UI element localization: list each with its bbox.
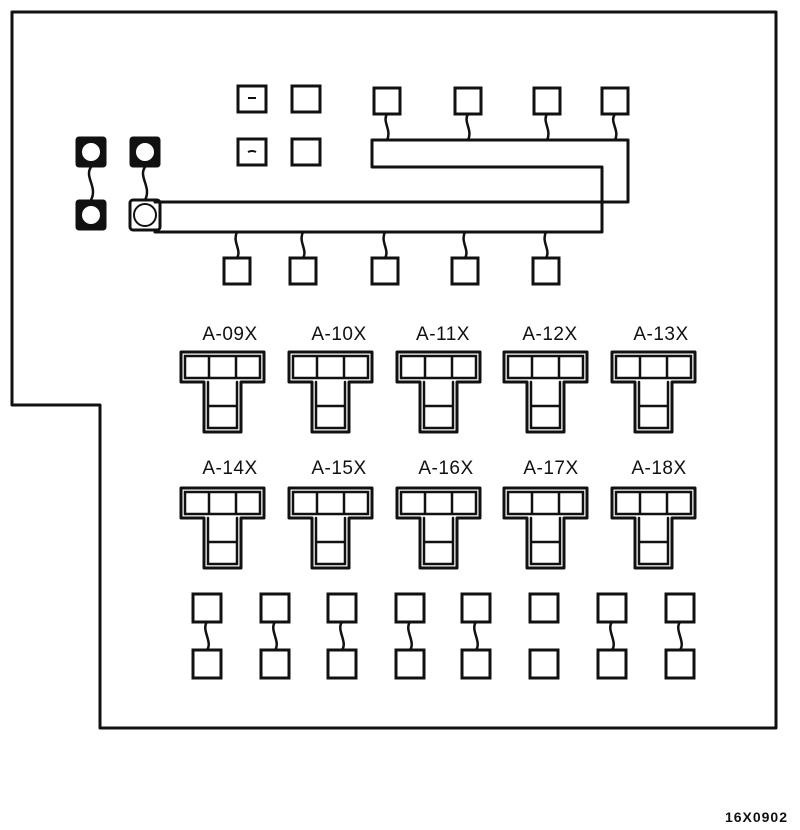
relay-label: A-17X [523,458,578,479]
bus-fuses-top [372,86,630,142]
fuse-pair [664,592,696,680]
figure-code: 16X0902 [725,809,788,825]
relay-socket [610,350,697,434]
relay-label: A-15X [311,458,366,479]
relay-socket [179,350,266,434]
small-fuse-blank-1 [290,84,322,114]
circle-terminal-group-left [75,136,107,231]
relay-socket [502,486,589,570]
fuse-pair [259,592,291,680]
relay-socket [502,350,589,434]
relay-socket [179,486,266,570]
bottom-fuse-pairs [191,592,696,680]
bus-bar [153,138,630,234]
fuse-pair [596,592,628,680]
bus-fuses-bottom [222,230,561,286]
small-fuse-minus-2 [236,137,268,167]
fuse-pair [326,592,358,680]
relay-label: A-10X [311,324,366,345]
relay-socket [287,350,374,434]
relay-label: A-14X [202,458,257,479]
relay-socket [610,486,697,570]
relay-socket [287,486,374,570]
relay-label: A-11X [416,324,470,345]
relay-sockets [179,350,697,570]
panel-outline [10,10,778,730]
relay-label: A-18X [631,458,686,479]
relay-label: A-16X [418,458,473,479]
small-fuse-blank-2 [290,137,322,167]
fuse-pair [460,592,492,680]
fuse-pair [528,592,560,680]
relay-label: A-09X [202,324,257,345]
relay-socket [395,486,482,570]
relay-socket [395,350,482,434]
fuse-pair [191,592,223,680]
fuse-pair [394,592,426,680]
circle-terminal-group-right [128,136,162,232]
relay-label: A-13X [633,324,688,345]
small-fuse-minus-1 [236,84,268,114]
relay-label: A-12X [522,324,577,345]
